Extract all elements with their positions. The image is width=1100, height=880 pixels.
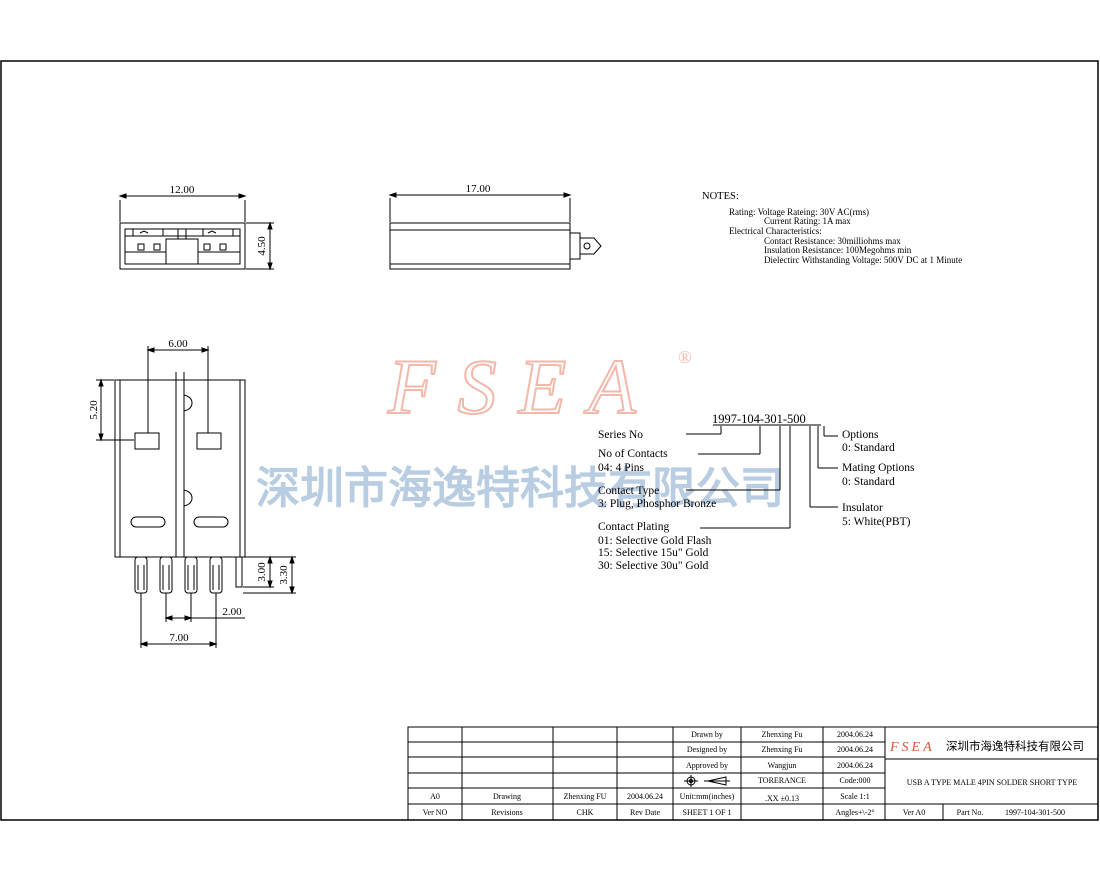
part-code-number: 1997-104-301-500 bbox=[712, 412, 806, 426]
hdr-chk: CHK bbox=[577, 808, 594, 817]
front-height-dim: 4.50 bbox=[256, 236, 268, 256]
notes-block: NOTES: Rating: Voltage Rateing: 30V AC(r… bbox=[702, 191, 962, 265]
notes-line-2: Electrical Characteristics: bbox=[729, 226, 822, 236]
drawn-by-date: 2004.06.24 bbox=[837, 730, 873, 739]
rev-a0: A0 bbox=[430, 792, 440, 801]
label-plug: 3: Plug, Phosphor Bronze bbox=[598, 498, 716, 510]
hdr-rev-date: Rev Date bbox=[630, 808, 660, 817]
notes-line-0: Rating: Voltage Rateing: 30V AC(rms) bbox=[729, 207, 869, 217]
side-view bbox=[388, 192, 602, 270]
logo-company: 深圳市海逸特科技有限公司 bbox=[946, 739, 1084, 753]
notes-line-3: Contact Resistance: 30milliohms max bbox=[764, 236, 901, 246]
hdr-revisions: Revisions bbox=[491, 808, 523, 817]
rev-drawing: Drawing bbox=[493, 792, 521, 801]
notes-line-5: Dielectirc Withstanding Voltage: 500V DC… bbox=[764, 255, 962, 265]
rev-date: 2004.06.24 bbox=[627, 792, 663, 801]
part-title: USB A TYPE MALE 4PIN SOLDER SHORT TYPE bbox=[907, 778, 1078, 787]
label-plating-15: 15: Selective 15u" Gold bbox=[598, 547, 709, 559]
label-plating-01: 01: Selective Gold Flash bbox=[598, 535, 712, 547]
label-mating-options: Mating Options bbox=[842, 462, 915, 474]
front-view bbox=[118, 193, 274, 271]
bottom-dim-7-00: 7.00 bbox=[169, 632, 189, 644]
label-plating-30: 30: Selective 30u" Gold bbox=[598, 560, 709, 572]
label-insulator-white: 5: White(PBT) bbox=[842, 516, 911, 528]
ver-label: Ver A0 bbox=[903, 808, 925, 817]
angles-label: Angles+\-2° bbox=[835, 808, 874, 817]
logo-fsea: FSEA bbox=[889, 740, 935, 755]
label-series-no: Series No bbox=[598, 429, 643, 441]
scale-label: Scale 1:1 bbox=[840, 792, 870, 801]
watermark-registered: ® bbox=[678, 347, 692, 367]
drawn-by-label: Drawn by bbox=[691, 730, 723, 739]
designed-by-name: Zhenxing Fu bbox=[761, 745, 802, 754]
front-width-dim: 12.00 bbox=[170, 184, 195, 196]
side-length-dim: 17.00 bbox=[466, 183, 491, 195]
sheet-label: SHEET 1 OF 1 bbox=[683, 808, 732, 817]
sheet-border bbox=[0, 60, 1099, 821]
part-code-text: 1997-104-301-500 Series No No of Contact… bbox=[598, 412, 915, 572]
bottom-dim-5-20: 5.20 bbox=[88, 400, 100, 420]
label-no-of-contacts: No of Contacts bbox=[598, 448, 668, 460]
tolerance-value: .XX ±0.13 bbox=[765, 794, 799, 803]
bottom-dim-3-30: 3.30 bbox=[278, 565, 290, 585]
part-no-label: Part No. bbox=[957, 808, 984, 817]
part-no-value: 1997-104-301-500 bbox=[1005, 808, 1065, 817]
title-block-text: Drawn by Zhenxing Fu 2004.06.24 Designed… bbox=[423, 730, 1078, 817]
label-options-standard: 0: Standard bbox=[842, 442, 895, 454]
bottom-dim-3-00: 3.00 bbox=[256, 562, 268, 582]
bottom-dim-6: 6.00 bbox=[168, 338, 188, 350]
projection-symbol-icon bbox=[684, 775, 730, 787]
rev-name: Zhenxing FU bbox=[564, 792, 607, 801]
part-code-lines bbox=[686, 424, 838, 529]
designed-by-date: 2004.06.24 bbox=[837, 745, 873, 754]
unit-label: Unit:mm(inches) bbox=[680, 792, 735, 801]
label-insulator: Insulator bbox=[842, 502, 883, 514]
approved-by-label: Approved by bbox=[686, 761, 728, 770]
bottom-view bbox=[96, 346, 296, 648]
label-contact-plating: Contact Plating bbox=[598, 521, 669, 533]
drawn-by-name: Zhenxing Fu bbox=[761, 730, 802, 739]
notes-title: NOTES: bbox=[702, 191, 739, 202]
label-4-pins: 04: 4 Pins bbox=[598, 462, 645, 474]
title-block-grid bbox=[407, 726, 1099, 821]
approved-by-date: 2004.06.24 bbox=[837, 761, 873, 770]
hdr-ver-no: Ver NO bbox=[423, 808, 448, 817]
approved-by-name: Wangjun bbox=[768, 761, 797, 770]
watermark-company: 深圳市海逸特科技有限公司 bbox=[256, 464, 784, 513]
watermark-brand: FSEA bbox=[387, 343, 658, 430]
bottom-dim-2-00: 2.00 bbox=[222, 606, 242, 618]
label-contact-type: Contact Type bbox=[598, 485, 659, 497]
code-label: Code:000 bbox=[839, 776, 870, 785]
notes-line-4: Insulation Resistance: 100Megohms min bbox=[764, 245, 912, 255]
tolerance-label: TORERANCE bbox=[758, 776, 806, 785]
label-options: Options bbox=[842, 429, 879, 441]
notes-line-1: Current Rating: 1A max bbox=[764, 216, 851, 226]
label-mating-standard: 0: Standard bbox=[842, 476, 895, 488]
designed-by-label: Designed by bbox=[687, 745, 727, 754]
